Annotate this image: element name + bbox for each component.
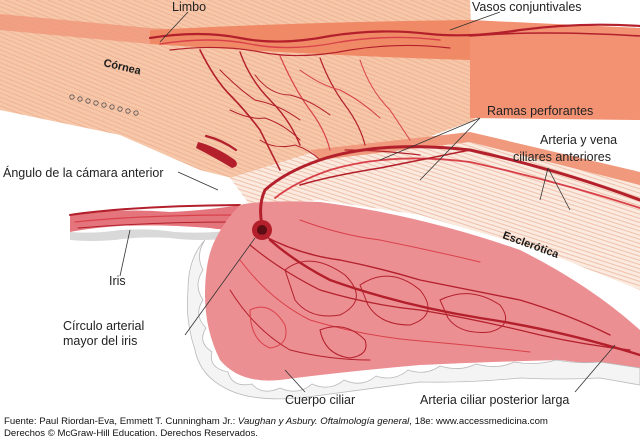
long-posterior-ciliary-artery — [268, 238, 640, 357]
conjunctival-vessels — [148, 23, 640, 57]
anterior-ciliary-vessels — [259, 145, 640, 227]
corneal-epithelium-cells — [69, 94, 139, 116]
credit-line-1: Fuente: Paul Riordan-Eva, Emmett T. Cunn… — [4, 416, 548, 427]
ciliary-vessel-network — [229, 219, 631, 361]
limbal-vessels — [199, 49, 411, 171]
ciliary-body — [205, 201, 640, 381]
label-cuerpo-ciliar: Cuerpo ciliar — [285, 393, 355, 407]
label-ramas-perforantes: Ramas perforantes — [487, 104, 593, 118]
credit-line-2: Derechos © McGraw-Hill Education. Derech… — [4, 428, 258, 439]
label-arteria-ciliar-larga: Arteria ciliar posterior larga — [420, 393, 569, 407]
label-vasos-conjuntivales: Vasos conjuntivales — [472, 0, 582, 14]
label-arteria-vena-1: Arteria y vena — [540, 133, 617, 147]
label-circulo-1: Círculo arterial — [63, 319, 144, 333]
source-credit: Fuente: Paul Riordan-Eva, Emmett T. Cunn… — [4, 416, 640, 440]
ciliary-processes — [186, 239, 640, 400]
schlemm-canal — [196, 142, 237, 168]
label-limbo: Limbo — [172, 0, 206, 14]
major-arterial-circle — [252, 220, 272, 240]
leader-lines — [119, 11, 616, 393]
label-arteria-vena-2: ciliares anteriores — [513, 150, 611, 164]
label-circulo-2: mayor del iris — [63, 334, 137, 348]
label-iris: Iris — [109, 274, 126, 288]
label-angulo: Ángulo de la cámara anterior — [3, 165, 164, 180]
